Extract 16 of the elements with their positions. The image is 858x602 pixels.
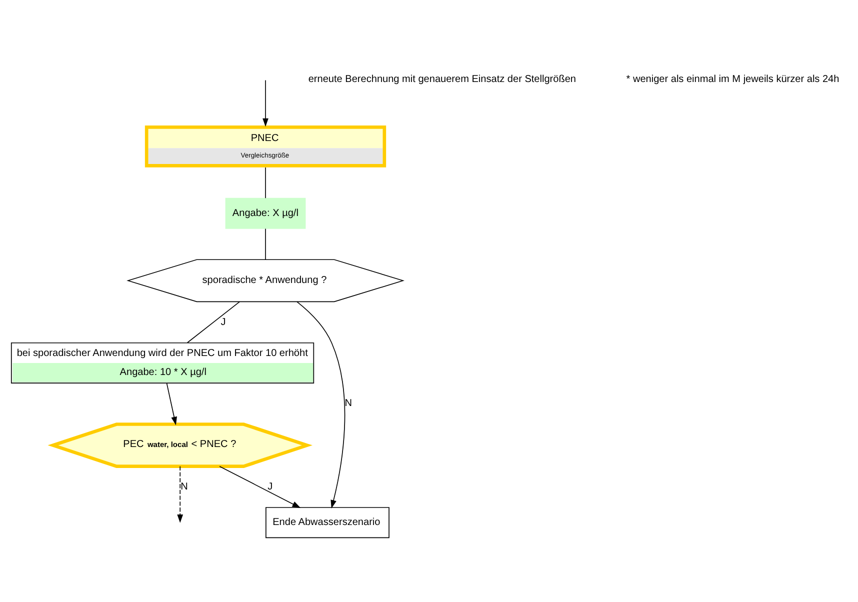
arrow	[166, 382, 177, 426]
node-box: Angabe: X µg/l	[225, 198, 306, 229]
arrow	[262, 80, 268, 127]
label: erneute Berechnung mit genauerem Einsatz der Stellgrößen	[308, 74, 576, 86]
node-box: Ende Abwasserszenario	[266, 507, 390, 538]
edge-label: N	[344, 398, 352, 410]
arrow	[177, 466, 184, 523]
arrow	[296, 301, 346, 508]
connector	[265, 228, 266, 260]
connector	[265, 167, 266, 198]
edge-label: N	[180, 482, 188, 493]
edge-label: J	[220, 316, 226, 328]
edge-label: J	[268, 482, 273, 493]
connector	[187, 301, 240, 344]
label: * weniger als einmal im M jeweils kürzer als 24h	[626, 74, 840, 86]
arrow	[219, 466, 301, 508]
